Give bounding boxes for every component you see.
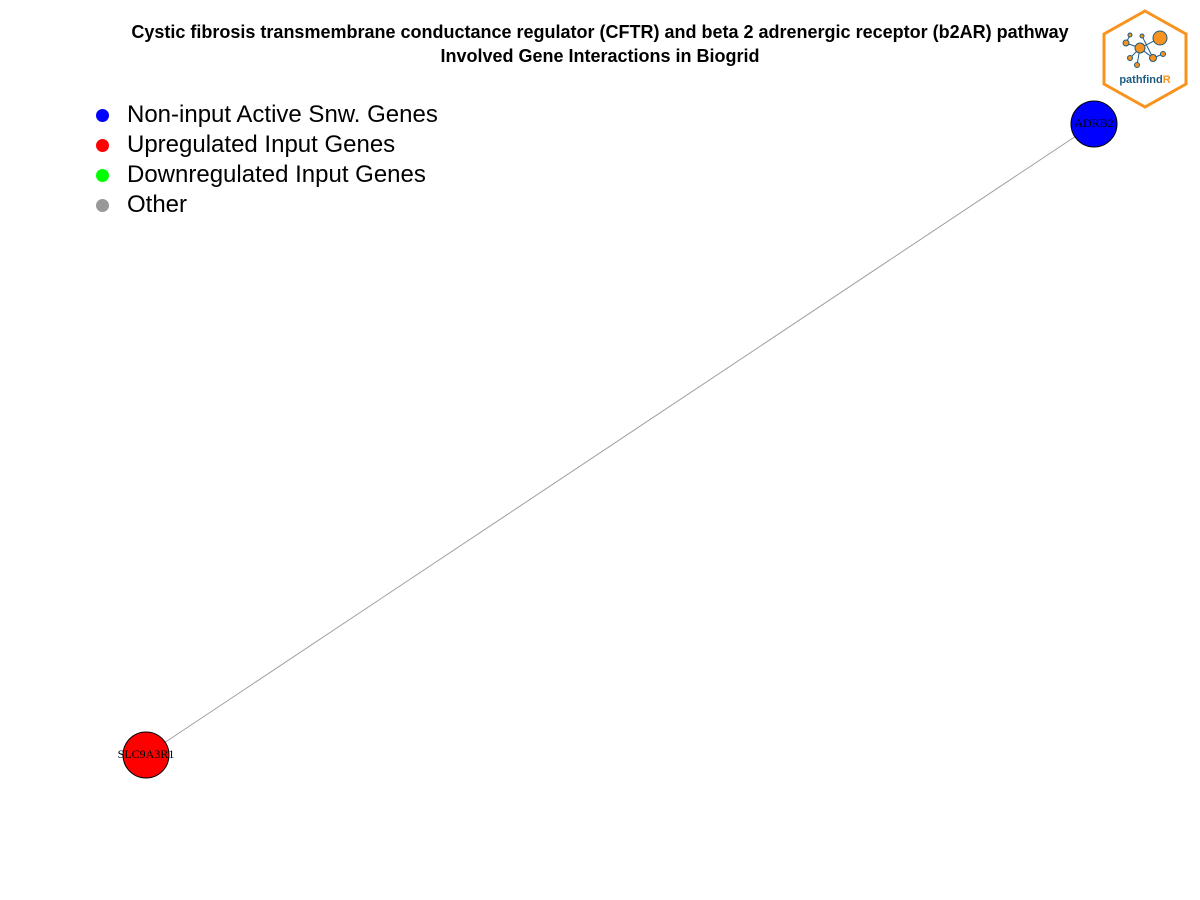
legend-item-downregulated: Downregulated Input Genes: [96, 160, 438, 190]
legend-label: Downregulated Input Genes: [127, 161, 426, 188]
legend-label: Other: [127, 191, 188, 218]
logo-text: pathfindR: [1119, 74, 1170, 86]
node-adrb2-circle: [1070, 100, 1118, 148]
logo-text-main: pathfind: [1119, 74, 1162, 86]
legend-item-upregulated: Upregulated Input Genes: [96, 130, 438, 160]
legend-dot-green: [96, 168, 109, 182]
legend-label: Non-input Active Snw. Genes: [127, 101, 438, 128]
node-adrb2: ADRB2: [1070, 100, 1118, 148]
logo-text-accent: R: [1163, 74, 1171, 86]
node-slc9a3r1-label: SLC9A3R1: [118, 747, 175, 761]
edge-adrb2-slc9a3r1: [145, 123, 1095, 756]
logo-hexagon: [1102, 9, 1188, 109]
legend-dot-blue: [96, 108, 109, 122]
title-line-2: Involved Gene Interactions in Biogrid: [440, 46, 760, 66]
legend-dot-red: [96, 138, 109, 152]
legend: Non-input Active Snw. Genes Upregulated …: [96, 100, 438, 220]
legend-label: Upregulated Input Genes: [127, 131, 396, 158]
pathfindr-logo: pathfindR: [1102, 9, 1188, 109]
legend-item-non-input-active: Non-input Active Snw. Genes: [96, 100, 438, 130]
legend-item-other: Other: [96, 190, 438, 220]
node-adrb2-label: ADRB2: [1074, 116, 1113, 130]
chart-title: Cystic fibrosis transmembrane conductanc…: [0, 20, 1200, 68]
node-slc9a3r1: SLC9A3R1: [118, 731, 175, 779]
title-line-1: Cystic fibrosis transmembrane conductanc…: [131, 22, 1069, 42]
legend-dot-gray: [96, 198, 109, 212]
logo-network-icon: [1122, 30, 1168, 68]
node-slc9a3r1-circle: [122, 731, 170, 779]
